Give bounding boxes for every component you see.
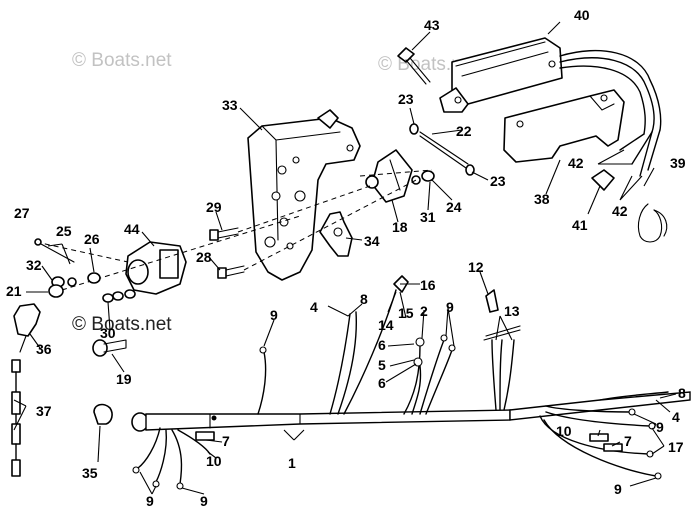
callout-24: 24 [446, 199, 462, 215]
callout-15: 15 [398, 305, 414, 321]
callout-33: 33 [222, 97, 238, 113]
part-18-rectifier [365, 149, 413, 203]
callout-42-lower: 42 [612, 203, 628, 219]
callout-9-right-lower: 9 [614, 481, 622, 497]
part-33-bracket-plate [247, 109, 361, 281]
part-21-nut [48, 284, 64, 298]
callout-22: 22 [456, 123, 472, 139]
part-30-washers [102, 289, 136, 303]
callout-9-right-upper: 9 [656, 419, 664, 435]
part-34-clamp [319, 211, 353, 257]
part-38-mounting-bracket [503, 89, 625, 163]
part-28-screw [217, 265, 245, 279]
part-1-main-wiring-harness [131, 391, 691, 432]
callout-36: 36 [36, 341, 52, 357]
part-31-washer [411, 175, 421, 185]
callout-44: 44 [124, 221, 140, 237]
part-22-screw [409, 123, 475, 176]
part-41-connector [591, 169, 615, 191]
part-39-wire-clip [637, 203, 668, 243]
part-29-screw [209, 227, 239, 241]
part-24-nut [421, 170, 435, 182]
callout-17: 17 [668, 439, 684, 455]
callout-4-right: 4 [672, 409, 680, 425]
callout-9-bottom-right: 9 [200, 493, 208, 509]
callout-1: 1 [288, 455, 296, 471]
part-26-washer [87, 272, 101, 284]
callout-29: 29 [206, 199, 222, 215]
callout-38: 38 [534, 191, 550, 207]
callout-23-lower: 23 [490, 173, 506, 189]
part-35-cable-clamp [93, 403, 113, 425]
callout-13: 13 [504, 303, 520, 319]
part-40-power-pack [439, 37, 662, 135]
callout-9-center: 9 [446, 299, 454, 315]
callout-6-lower: 6 [378, 375, 386, 391]
callout-32: 32 [26, 257, 42, 273]
part-42-wire-leads [619, 129, 661, 177]
callout-42-upper: 42 [568, 155, 584, 171]
callout-9-bottom-left: 9 [146, 493, 154, 509]
watermark-middle-left: © Boats.net [72, 314, 172, 335]
callout-18: 18 [392, 219, 408, 235]
callout-2: 2 [420, 303, 428, 319]
callout-35: 35 [82, 465, 98, 481]
leader-lines [13, 21, 677, 495]
callout-10-left: 10 [206, 453, 222, 469]
watermark-top-left: © Boats.net [72, 50, 172, 71]
callout-12: 12 [468, 259, 484, 275]
part-44-starter-solenoid [125, 241, 187, 295]
callout-23-upper: 23 [398, 91, 414, 107]
callout-34: 34 [364, 233, 380, 249]
callout-37: 37 [36, 403, 52, 419]
callout-8-upper: 8 [360, 291, 368, 307]
callout-21: 21 [6, 283, 22, 299]
part-32-nut [51, 276, 77, 288]
callout-28: 28 [196, 249, 212, 265]
part-43-bolt [397, 47, 431, 85]
harness-branches [132, 275, 669, 490]
callout-7-left: 7 [222, 433, 230, 449]
assembly-lines [35, 169, 433, 291]
callout-14: 14 [378, 317, 394, 333]
callout-43: 43 [424, 17, 440, 33]
callout-31: 31 [420, 209, 436, 225]
callout-39: 39 [670, 155, 686, 171]
callout-9-harness-left: 9 [270, 307, 278, 323]
callout-4-upper: 4 [310, 299, 318, 315]
part-36-terminal-boot [13, 303, 41, 353]
callout-26: 26 [84, 231, 100, 247]
callout-30: 30 [100, 325, 116, 341]
callout-41: 41 [572, 217, 588, 233]
callout-16: 16 [420, 277, 436, 293]
callout-numbers: 40 43 23 22 23 33 39 42 42 38 41 18 31 2… [6, 7, 686, 509]
callout-5: 5 [378, 357, 386, 373]
callout-27: 27 [14, 205, 30, 221]
callout-19: 19 [116, 371, 132, 387]
callout-8-right: 8 [678, 385, 686, 401]
callout-6-upper: 6 [378, 337, 386, 353]
callout-25: 25 [56, 223, 72, 239]
callout-10-right: 10 [556, 423, 572, 439]
callout-7-right: 7 [624, 433, 632, 449]
callout-40: 40 [574, 7, 590, 23]
part-37-battery-cables [11, 359, 21, 477]
part-19-bolt [92, 339, 127, 357]
